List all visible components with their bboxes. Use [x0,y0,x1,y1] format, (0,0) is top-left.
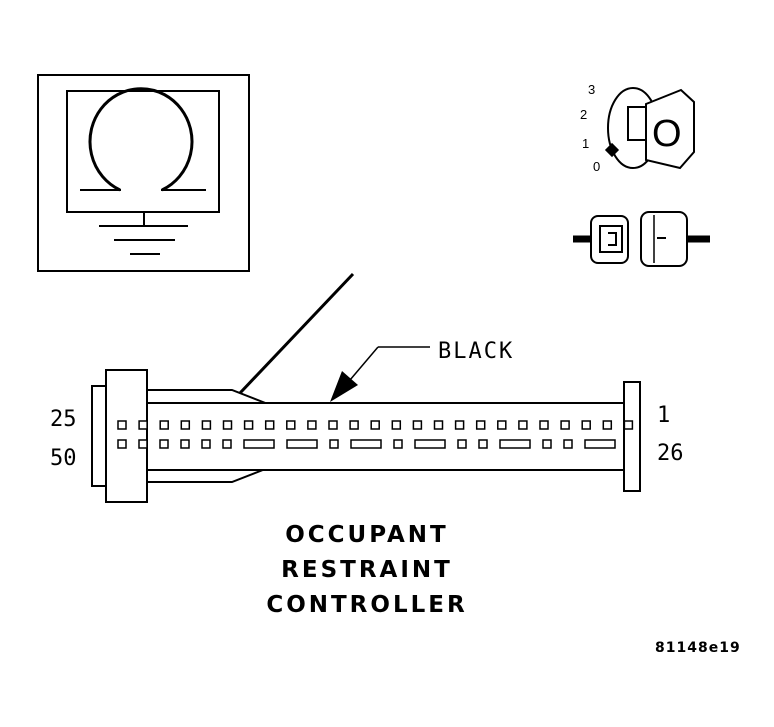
pin-cavity [454,420,465,430]
connector-pin-grid [117,420,634,449]
pin-cavity [542,439,552,449]
pin-cavity [307,420,317,430]
pin-cavity [602,420,613,430]
pin-cavity [518,420,528,430]
pin-cavity [539,420,549,430]
pin-cavity [581,420,591,430]
figure-id: 81148e19 [655,640,741,656]
ignition-position-0: 0 [593,159,600,174]
pin-cavity [560,420,570,430]
component-title: OCCUPANT RESTRAINT CONTROLLER [266,522,467,618]
pin-cavity [457,439,467,449]
pin-cavity [222,439,232,449]
pin-cavity [201,439,211,449]
pin-label-50: 50 [50,446,77,471]
connector-disconnect-icon [573,211,710,267]
pin-cavity [412,420,423,430]
ignition-position-2: 2 [580,107,587,122]
pin-cavity [350,439,382,449]
pin-cavity [264,420,275,430]
pin-cavity [623,420,634,430]
pin-cavity [393,439,403,449]
component-title-line-2: RESTRAINT [281,557,453,583]
pin-cavity [329,439,339,449]
ignition-switch-icon: 3 2 1 0 O [580,82,695,174]
pin-cavity [328,420,338,430]
pin-cavity [391,420,402,430]
pin-cavity [117,420,127,430]
pin-cavity [243,420,254,430]
pin-cavity [117,439,127,449]
pin-label-26: 26 [657,441,684,466]
pin-cavity [286,439,318,449]
pin-cavity [563,439,573,449]
pin-cavity [180,439,190,449]
pin-cavity [370,420,380,430]
pin-cavity [499,439,531,449]
pin-cavity [243,439,275,449]
ignition-position-3: 3 [588,82,595,97]
pin-cavity [478,439,488,449]
ohmmeter-icon [37,74,250,272]
pin-cavity [414,439,446,449]
component-title-line-3: CONTROLLER [266,592,467,618]
pin-cavity [584,439,616,449]
pin-label-25: 25 [50,407,77,432]
pin-cavity [222,420,233,430]
pin-cavity [180,420,191,430]
ignition-position-1: 1 [582,136,589,151]
pin-cavity [286,420,296,430]
component-title-line-1: OCCUPANT [285,522,448,548]
pin-cavity [159,439,169,449]
pin-cavity [349,420,359,430]
key-letter: O [652,113,682,155]
controller-connector [91,369,641,503]
wire-color-callout: BLACK [330,339,514,402]
pin-cavity [201,420,212,430]
wire-color-label: BLACK [438,339,514,364]
pin-cavity [475,420,486,430]
pin-cavity [138,439,148,449]
pin-cavity [159,420,169,430]
pin-cavity [138,420,148,430]
pin-label-1: 1 [657,403,670,428]
pin-cavity [497,420,507,430]
pin-cavity [433,420,444,430]
